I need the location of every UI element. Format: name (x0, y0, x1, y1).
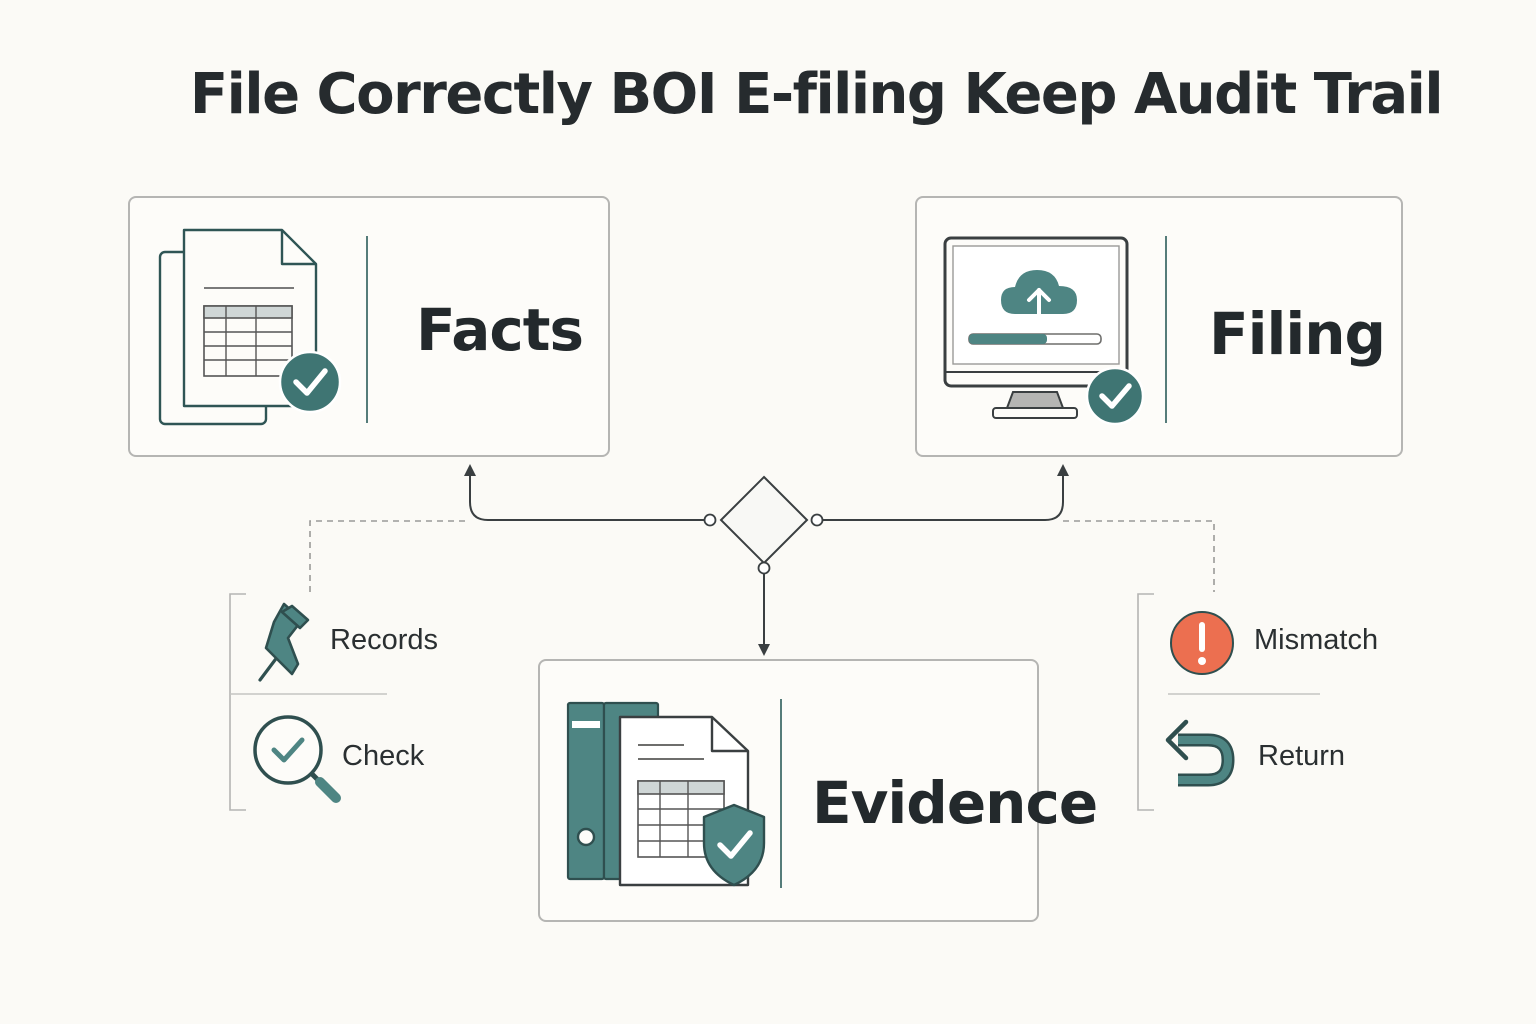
right-list-item-return[interactable]: Return (1258, 740, 1345, 773)
mismatch-label: Mismatch (1254, 624, 1379, 656)
facts-card[interactable]: Facts (128, 196, 610, 457)
right-panel-bracket (1137, 593, 1154, 811)
arrow-to-filing (817, 464, 1069, 521)
return-label: Return (1258, 740, 1346, 772)
left-panel-bracket (229, 593, 246, 811)
right-list-item-mismatch[interactable]: Mismatch (1254, 624, 1378, 657)
binder-document-shield-icon (564, 697, 774, 901)
evidence-card-divider (780, 699, 782, 888)
filing-card-divider (1165, 236, 1167, 423)
evidence-label: Evidence (812, 769, 1098, 837)
document-table-check-icon (156, 224, 346, 438)
decision-diamond (719, 475, 809, 565)
evidence-card[interactable]: Evidence (538, 659, 1098, 922)
left-dashed-connector (309, 520, 468, 592)
diamond-port-bottom (757, 561, 771, 575)
diamond-port-right (810, 513, 824, 527)
check-label: Check (342, 740, 425, 772)
page-title: File Correctly BOI E-filing Keep Audit T… (189, 62, 1444, 127)
diamond-port-left (703, 513, 717, 527)
arrow-to-facts (464, 464, 710, 521)
facts-card-divider (366, 236, 368, 423)
return-arrow-icon (1162, 716, 1238, 792)
filing-label: Filing (1209, 300, 1386, 368)
records-label: Records (330, 624, 438, 656)
magnifier-check-icon (250, 712, 350, 812)
monitor-cloud-upload-icon (941, 234, 1151, 438)
filing-card[interactable]: Filing (915, 196, 1403, 457)
pushpin-icon (252, 602, 318, 688)
alert-icon (1168, 609, 1236, 681)
facts-label: Facts (416, 296, 584, 364)
right-dashed-connector (1063, 520, 1215, 592)
left-list-item-check[interactable]: Check (342, 740, 424, 773)
left-list-item-records[interactable]: Records (330, 624, 438, 657)
